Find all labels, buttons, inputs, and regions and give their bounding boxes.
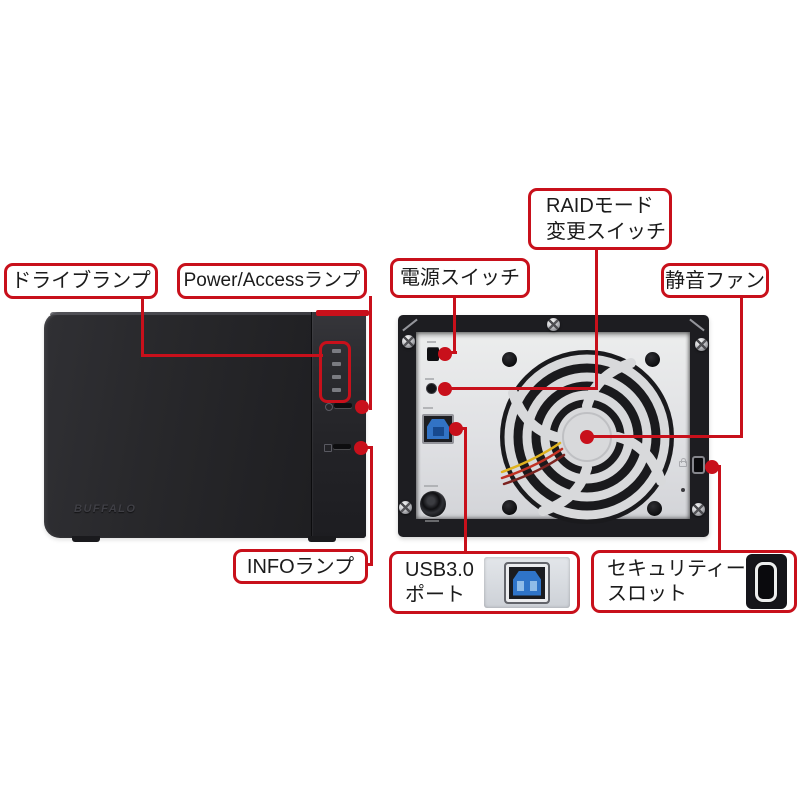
fan-bolt-top-left — [502, 352, 517, 367]
power-switch-marking — [427, 341, 436, 343]
usb-port-marking — [423, 407, 433, 409]
drive-lamp-3 — [332, 375, 341, 379]
power-icon — [325, 403, 333, 411]
label-security-text: セキュリティー スロット — [607, 557, 746, 607]
callout-dot-fan — [580, 430, 594, 444]
callout-dot-info — [354, 441, 368, 455]
dc-power-jack — [420, 491, 446, 517]
drive-lamps-highlight — [319, 341, 351, 403]
fan-wires — [500, 441, 566, 486]
leader-drive-horizontal — [141, 354, 323, 357]
usb-b-connector — [427, 419, 449, 439]
screw-bottom-right — [692, 503, 705, 516]
reset-pinhole — [681, 488, 685, 492]
label-power-access-text: Power/Accessランプ — [183, 269, 361, 291]
drive-lamp-4 — [332, 388, 341, 392]
label-drive-lamp: ドライブランプ — [4, 263, 158, 299]
security-slot-photo — [745, 554, 787, 609]
label-usb-port: USB3.0 ポート — [389, 551, 580, 614]
label-drive-lamp-text: ドライブランプ — [11, 270, 151, 292]
leader-power-switch-connector — [447, 351, 457, 354]
front-foot-right — [308, 536, 336, 542]
power-access-led — [334, 404, 352, 408]
rear-corner-bevel-left — [402, 318, 418, 332]
leader-power-access-vertical — [369, 296, 372, 410]
screw-top-center — [547, 318, 560, 331]
label-raid-mode-switch: RAIDモード 変更スイッチ — [528, 188, 672, 250]
label-power-access-lamp: Power/Accessランプ — [177, 263, 367, 299]
screw-top-left — [402, 335, 415, 348]
rear-power-switch — [427, 347, 439, 361]
leader-power-switch-vertical — [453, 295, 456, 354]
leader-info-connector — [362, 446, 373, 449]
rear-raid-mode-switch — [426, 383, 437, 394]
fan-bolt-bottom-right — [647, 501, 662, 516]
label-power-switch: 電源スイッチ — [390, 258, 530, 298]
callout-dot-power-switch — [438, 347, 452, 361]
leader-usb-connector — [460, 427, 467, 430]
drive-lamp-2 — [332, 362, 341, 366]
leader-fan-vertical — [740, 296, 743, 438]
info-led — [333, 445, 351, 449]
lock-icon — [679, 458, 687, 467]
fan-spokes — [508, 358, 666, 516]
leader-raid-horizontal — [447, 387, 598, 390]
buffalo-logo: BUFFALO — [74, 503, 137, 515]
label-raid-line1: RAIDモード — [546, 195, 654, 217]
drive-lamp-1 — [332, 349, 341, 353]
front-top-bevel — [50, 312, 363, 315]
label-security-slot: セキュリティー スロット — [591, 550, 797, 613]
leader-raid-vertical — [595, 248, 598, 390]
screw-bottom-left — [399, 501, 412, 514]
label-usb-line1: USB3.0 — [405, 558, 474, 581]
leader-info-vertical — [370, 446, 373, 566]
callout-dot-power-access — [355, 400, 369, 414]
rear-corner-bevel-right — [689, 318, 705, 332]
label-silent-fan-text: 静音ファン — [665, 269, 765, 292]
front-foot-left — [72, 536, 100, 542]
power-access-edge-highlight — [316, 310, 369, 316]
callout-dot-usb — [449, 422, 463, 436]
leader-drive-vertical — [141, 297, 144, 357]
rear-security-slot — [692, 456, 705, 474]
usb-port-photo — [484, 557, 570, 608]
label-security-line2: スロット — [607, 582, 687, 605]
usb-b-inner — [513, 570, 541, 596]
label-power-switch-text: 電源スイッチ — [400, 267, 520, 289]
screw-top-right — [695, 338, 708, 351]
label-info-lamp-text: INFOランプ — [246, 555, 355, 578]
label-usb-line2: ポート — [405, 583, 465, 606]
fan-grille — [500, 350, 674, 524]
label-silent-fan: 静音ファン — [661, 263, 769, 298]
dc-in-marking — [424, 485, 438, 487]
raid-switch-marking — [425, 378, 434, 380]
fan-bolt-bottom-left — [502, 500, 517, 515]
leader-info-bottom — [364, 563, 373, 566]
callout-dot-security — [705, 460, 719, 474]
usb-b-port-graphic — [504, 561, 550, 604]
label-security-line1: セキュリティー — [607, 557, 746, 580]
label-info-lamp: INFOランプ — [233, 549, 368, 584]
fan-bolt-top-right — [645, 352, 660, 367]
label-raid-line2: 変更スイッチ — [546, 221, 666, 243]
label-usb-text: USB3.0 ポート — [405, 558, 474, 608]
nas-front-view: BUFFALO — [44, 312, 366, 538]
callout-dot-raid — [438, 382, 452, 396]
leader-fan-horizontal — [592, 435, 743, 438]
leader-usb-vertical — [464, 427, 467, 551]
rear-usb3-port — [422, 414, 454, 444]
dc-in-marking-2 — [425, 520, 439, 522]
security-slot-graphic — [755, 561, 778, 602]
info-icon — [324, 444, 332, 452]
leader-security-vertical — [718, 465, 721, 550]
